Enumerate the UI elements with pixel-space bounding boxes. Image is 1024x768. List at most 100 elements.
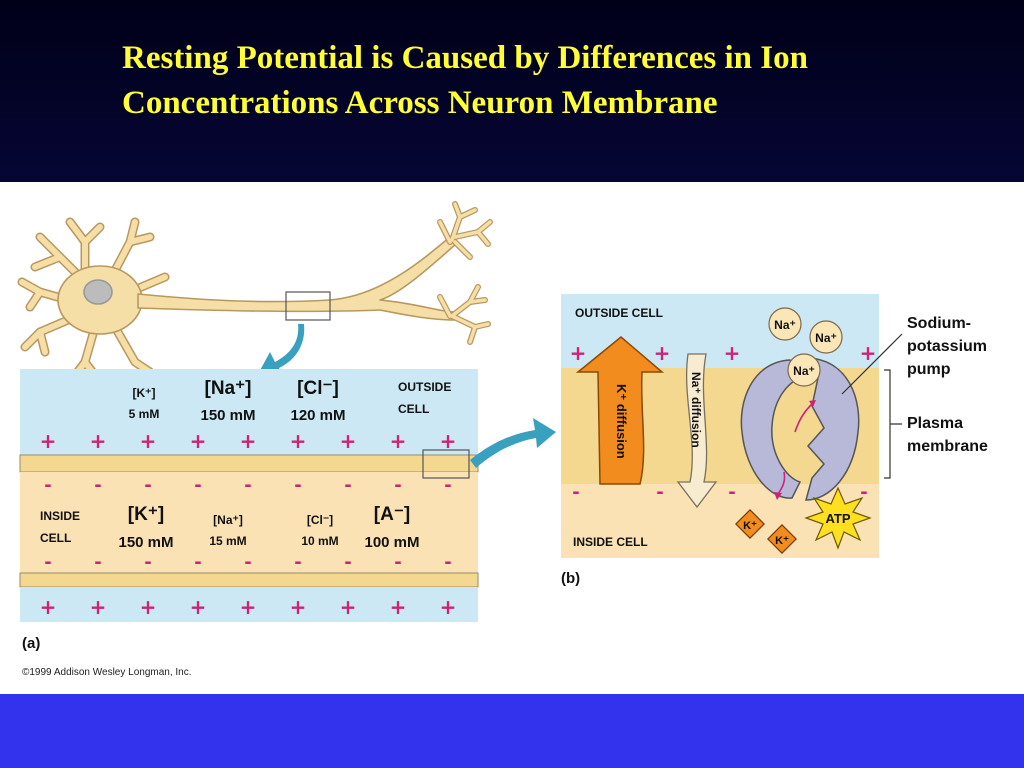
inside-minus-sign-bottom-2: - <box>94 552 101 573</box>
outside-plus-sign-bottom-9: + <box>440 595 457 619</box>
neuron-illustration <box>17 201 493 387</box>
b-inside-cell-label: INSIDE CELL <box>573 535 648 549</box>
inside-minus-sign-top-7: - <box>344 475 351 496</box>
k-diffusion-arrow <box>575 336 665 485</box>
outside-cell-label-1: OUTSIDE <box>398 380 451 394</box>
outside-plus-sign-bottom-7: + <box>340 595 357 619</box>
inside-na-conc: 15 mM <box>209 534 246 548</box>
b-outside-plus-sign-4: + <box>860 341 877 365</box>
membrane-label-2: membrane <box>907 438 988 455</box>
inside-minus-sign-bottom-1: - <box>44 552 51 573</box>
membrane-zoom-box <box>422 449 470 479</box>
inside-minus-sign-top-6: - <box>294 475 301 496</box>
inside-minus-sign-top-3: - <box>144 475 151 496</box>
panel-a-label: (a) <box>22 635 40 652</box>
k-ion-2: K⁺ <box>767 524 797 554</box>
b-inside-minus-sign-4: - <box>860 482 867 503</box>
axon-terminals-bottom <box>437 284 491 345</box>
inside-minus-sign-top-9: - <box>444 475 451 496</box>
outside-plus-sign-bottom-6: + <box>290 595 307 619</box>
inside-na-ion: [Na⁺] <box>213 513 243 527</box>
outside-fluid-bottom <box>20 587 478 622</box>
outside-plus-sign-4: + <box>190 429 207 453</box>
k-diffusion-label: K⁺ diffusion <box>614 384 629 459</box>
axon <box>137 236 457 321</box>
outside-cl-ion: [Cl⁻] <box>297 378 339 399</box>
membrane-top <box>19 454 479 473</box>
k-ion-1: K⁺ <box>735 509 765 539</box>
inside-minus-sign-top-8: - <box>394 475 401 496</box>
pump-label-2: potassium <box>907 338 987 355</box>
outside-na-conc: 150 mM <box>200 407 255 424</box>
copyright-text: ©1999 Addison Wesley Longman, Inc. <box>22 667 192 678</box>
inside-cl-conc: 10 mM <box>301 534 338 548</box>
inside-minus-sign-bottom-3: - <box>144 552 151 573</box>
na-ion-2: Na⁺ <box>809 320 843 354</box>
outside-plus-sign-bottom-3: + <box>140 595 157 619</box>
inside-cl-ion: [Cl⁻] <box>307 513 333 527</box>
outside-plus-sign-1: + <box>40 429 57 453</box>
inside-k-conc: 150 mM <box>118 534 173 551</box>
outside-cell-label-2: CELL <box>398 402 429 416</box>
inside-fluid <box>20 472 478 573</box>
inside-minus-sign-bottom-7: - <box>344 552 351 573</box>
resting-potential-figure: [K⁺] 5 mM [Na⁺] 150 mM [Cl⁻] 120 mM OUTS… <box>17 201 988 678</box>
panel-b-label: (b) <box>561 570 580 587</box>
inside-minus-sign-top-4: - <box>194 475 201 496</box>
membrane-bottom <box>19 572 479 588</box>
panel-a-membrane-diagram <box>19 369 479 622</box>
membrane-label-1: Plasma <box>907 415 963 432</box>
svg-text:K⁺: K⁺ <box>775 535 789 547</box>
inside-cell-label-1: INSIDE <box>40 509 80 523</box>
na-diffusion-label: Na⁺ diffusion <box>689 372 703 448</box>
zoom-arrow-b <box>470 418 556 468</box>
inside-minus-sign-bottom-5: - <box>244 552 251 573</box>
outside-plus-sign-9: + <box>440 429 457 453</box>
outside-plus-sign-8: + <box>390 429 407 453</box>
svg-text:ATP: ATP <box>825 511 850 526</box>
outside-na-ion: [Na⁺] <box>205 378 252 399</box>
pump-label-1: Sodium- <box>907 315 971 332</box>
b-outside-plus-sign-3: + <box>724 341 741 365</box>
inside-cell-label-2: CELL <box>40 531 71 545</box>
inside-minus-sign-bottom-6: - <box>294 552 301 573</box>
svg-text:K⁺: K⁺ <box>743 520 757 532</box>
atp-starburst: ATP <box>804 486 872 550</box>
outside-plus-sign-bottom-5: + <box>240 595 257 619</box>
inside-k-ion: [K⁺] <box>128 504 164 525</box>
pump-callout-line <box>841 333 903 395</box>
outside-plus-sign-6: + <box>290 429 307 453</box>
membrane-bracket <box>884 369 902 479</box>
b-outside-plus-sign-1: + <box>570 341 587 365</box>
b-inside-minus-sign-3: - <box>728 482 735 503</box>
inside-a-conc: 100 mM <box>364 534 419 551</box>
axon-zoom-box <box>285 291 331 321</box>
b-inside-minus-sign-1: - <box>572 482 579 503</box>
outside-plus-sign-7: + <box>340 429 357 453</box>
zoom-arrow-a <box>258 324 305 376</box>
outside-plus-sign-bottom-2: + <box>90 595 107 619</box>
slide-title: Resting Potential is Caused by Differenc… <box>122 40 808 121</box>
b-outside-cell-label: OUTSIDE CELL <box>575 306 663 320</box>
inside-a-ion: [A⁻] <box>374 504 410 525</box>
svg-text:Na⁺: Na⁺ <box>793 364 815 378</box>
na-ion-3: Na⁺ <box>787 353 821 387</box>
nucleus <box>83 279 113 305</box>
inside-minus-sign-bottom-4: - <box>194 552 201 573</box>
inside-minus-sign-bottom-8: - <box>394 552 401 573</box>
inside-minus-sign-top-1: - <box>44 475 51 496</box>
panel-a-charge-signs: +++++++++------------------+++++++++ <box>40 429 457 619</box>
inside-minus-sign-bottom-9: - <box>444 552 451 573</box>
outside-plus-sign-bottom-1: + <box>40 595 57 619</box>
b-inside-minus-sign-2: - <box>656 482 663 503</box>
panel-b-charge-signs: + + + + - - - - <box>570 341 877 503</box>
outside-k-conc: 5 mM <box>129 407 160 421</box>
na-diffusion-arrow <box>676 353 718 509</box>
outside-plus-sign-bottom-8: + <box>390 595 407 619</box>
outside-fluid-top <box>20 369 478 455</box>
outside-plus-sign-2: + <box>90 429 107 453</box>
b-outside-plus-sign-2: + <box>654 341 671 365</box>
svg-text:Na⁺: Na⁺ <box>815 331 837 345</box>
outside-cl-conc: 120 mM <box>290 407 345 424</box>
inside-minus-sign-top-2: - <box>94 475 101 496</box>
